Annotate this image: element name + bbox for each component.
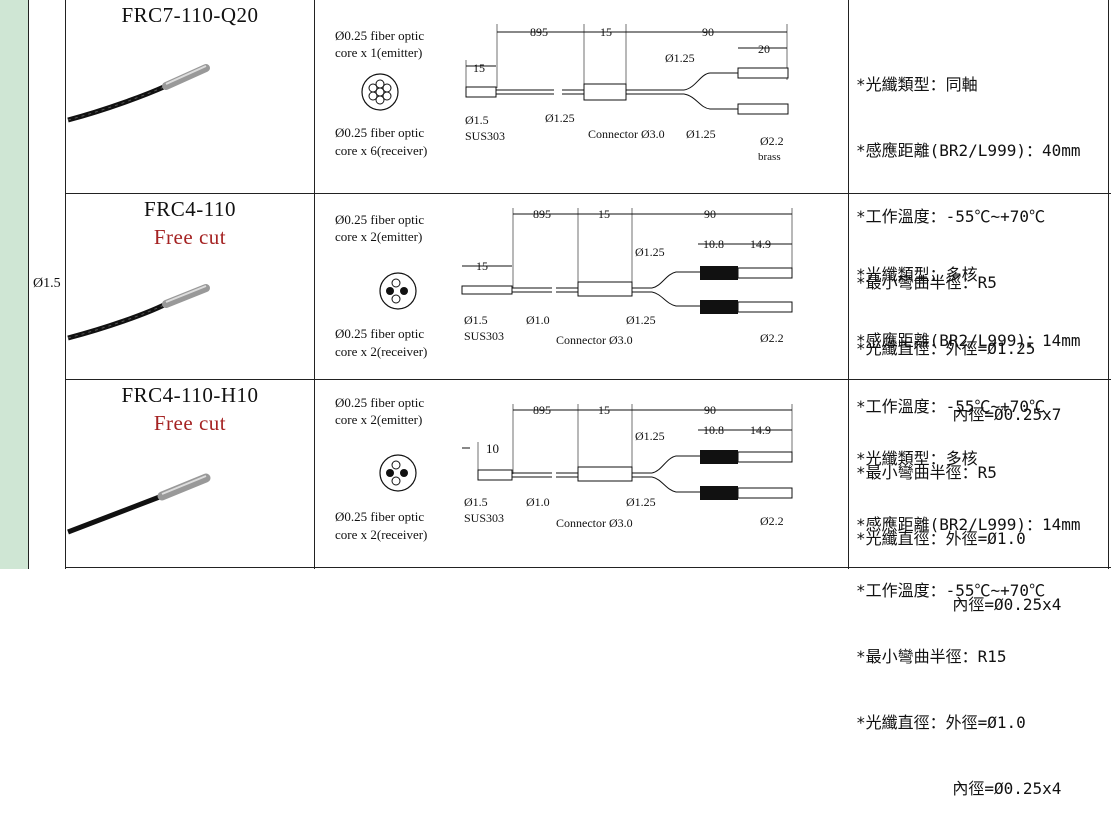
label-end: Ø2.2 [760, 514, 784, 528]
cross-section-icon [379, 272, 417, 310]
label-branch-top: Ø1.25 [665, 51, 695, 65]
dim-10-8: 10.8 [703, 423, 724, 437]
product-photo [67, 64, 210, 123]
dim-10-8: 10.8 [703, 237, 724, 251]
dim-895: 895 [533, 207, 551, 221]
label-material: SUS303 [464, 329, 504, 343]
label-tip: Ø1.5 [465, 113, 489, 127]
core-bottom-line2: core x 2(receiver) [335, 527, 427, 542]
core-top-line2: core x 2(emitter) [335, 412, 422, 427]
label-connector: Connector Ø3.0 [556, 516, 633, 530]
core-top-line1: Ø0.25 fiber optic [335, 212, 424, 227]
column-divider [1108, 0, 1109, 569]
dim-15: 15 [598, 207, 610, 221]
spec-list: *光纖類型：同軸 *感應距離(BR2/L999)：40mm *工作溫度：-55℃… [856, 30, 1081, 448]
dim-90: 90 [702, 25, 714, 39]
spec-line: *最小彎曲半徑：R5 [856, 463, 997, 482]
dim-14-9: 14.9 [750, 237, 771, 251]
spec-line: *光纖直徑：外徑=Ø1.0 [856, 713, 1026, 732]
free-cut-label: Free cut [153, 225, 227, 249]
size-column [29, 0, 66, 569]
dim-left: 10 [486, 441, 499, 456]
cross-section-icon [379, 454, 417, 492]
product-photo [67, 473, 211, 535]
dim-895: 895 [530, 25, 548, 39]
core-top-line2: core x 2(emitter) [335, 229, 422, 244]
core-bottom-line1: Ø0.25 fiber optic [335, 326, 424, 341]
label-branch-bottom: Ø1.25 [626, 495, 656, 509]
spec-line: *感應距離(BR2/L999)：14mm [856, 331, 1081, 350]
category-strip [0, 0, 29, 569]
label-sheath: Ø1.0 [526, 495, 550, 509]
label-material: SUS303 [464, 511, 504, 525]
label-tip: Ø1.5 [464, 313, 488, 327]
row-divider [65, 193, 1111, 194]
spec-line: 內徑=Ø0.25x4 [856, 779, 1062, 798]
spec-line: *工作溫度：-55℃~+70℃ [856, 581, 1046, 600]
label-material: SUS303 [465, 129, 505, 143]
size-label: Ø1.5 [33, 276, 61, 291]
cross-section-icon [361, 73, 399, 111]
core-bottom-line1: Ø0.25 fiber optic [335, 125, 424, 140]
core-bottom-line2: core x 6(receiver) [335, 143, 427, 158]
label-connector: Connector Ø3.0 [556, 333, 633, 347]
label-end-material: brass [758, 151, 781, 163]
dimension-drawing: Ø0.25 fiber optic core x 1(emitter) Ø0.2… [335, 24, 789, 163]
spec-line: *感應距離(BR2/L999)：40mm [856, 141, 1081, 160]
dim-90: 90 [704, 403, 716, 417]
spec-line: *感應距離(BR2/L999)：14mm [856, 515, 1081, 534]
dim-15: 15 [598, 403, 610, 417]
dimension-drawing: Ø0.25 fiber optic core x 2(emitter) Ø0.2… [335, 207, 793, 359]
model-name: FRC4-110 [144, 197, 236, 221]
free-cut-label: Free cut [153, 411, 227, 435]
label-tip: Ø1.5 [464, 495, 488, 509]
core-top-line2: core x 1(emitter) [335, 45, 422, 60]
row-divider [65, 379, 1111, 380]
column-divider [314, 0, 315, 569]
dim-90: 90 [704, 207, 716, 221]
label-connector: Connector Ø3.0 [588, 127, 665, 141]
dim-left: 15 [476, 259, 488, 273]
dim-14-9: 14.9 [750, 423, 771, 437]
dim-left: 15 [473, 61, 485, 75]
label-branch-bottom: Ø1.25 [626, 313, 656, 327]
spec-line: *光纖類型：多核 [856, 265, 978, 284]
core-top-line1: Ø0.25 fiber optic [335, 28, 424, 43]
label-sheath: Ø1.25 [545, 111, 575, 125]
model-name: FRC7-110-Q20 [121, 3, 259, 27]
spec-line: *光纖直徑：外徑=Ø1.25 [856, 339, 1036, 358]
label-branch-top: Ø1.25 [635, 245, 665, 259]
label-end: Ø2.2 [760, 134, 784, 148]
core-bottom-line1: Ø0.25 fiber optic [335, 509, 424, 524]
spec-line: 內徑=Ø0.25x7 [856, 405, 1062, 424]
label-sheath: Ø1.0 [526, 313, 550, 327]
label-end: Ø2.2 [760, 331, 784, 345]
dim-895: 895 [533, 403, 551, 417]
spec-line: *最小彎曲半徑：R15 [856, 647, 1007, 666]
model-name: FRC4-110-H10 [121, 383, 259, 407]
spec-line: *光纖直徑：外徑=Ø1.0 [856, 529, 1026, 548]
spec-line: *工作溫度：-55℃~+70℃ [856, 207, 1046, 226]
dimension-drawing: Ø0.25 fiber optic core x 2(emitter) Ø0.2… [335, 395, 793, 542]
spec-list: *光纖類型：多核 *感應距離(BR2/L999)：14mm *工作溫度：-55℃… [856, 404, 1081, 822]
dim-20: 20 [758, 42, 770, 56]
spec-line: *工作溫度：-55℃~+70℃ [856, 397, 1046, 416]
column-divider [848, 0, 849, 569]
core-bottom-line2: core x 2(receiver) [335, 344, 427, 359]
spec-line: *最小彎曲半徑：R5 [856, 273, 997, 292]
spec-line: *光纖類型：多核 [856, 449, 978, 468]
product-photo [67, 284, 210, 341]
row-divider [65, 567, 1111, 568]
label-branch-top: Ø1.25 [635, 429, 665, 443]
dim-15: 15 [600, 25, 612, 39]
spec-line: *光纖類型：同軸 [856, 75, 978, 94]
core-top-line1: Ø0.25 fiber optic [335, 395, 424, 410]
label-branch-bottom: Ø1.25 [686, 127, 716, 141]
